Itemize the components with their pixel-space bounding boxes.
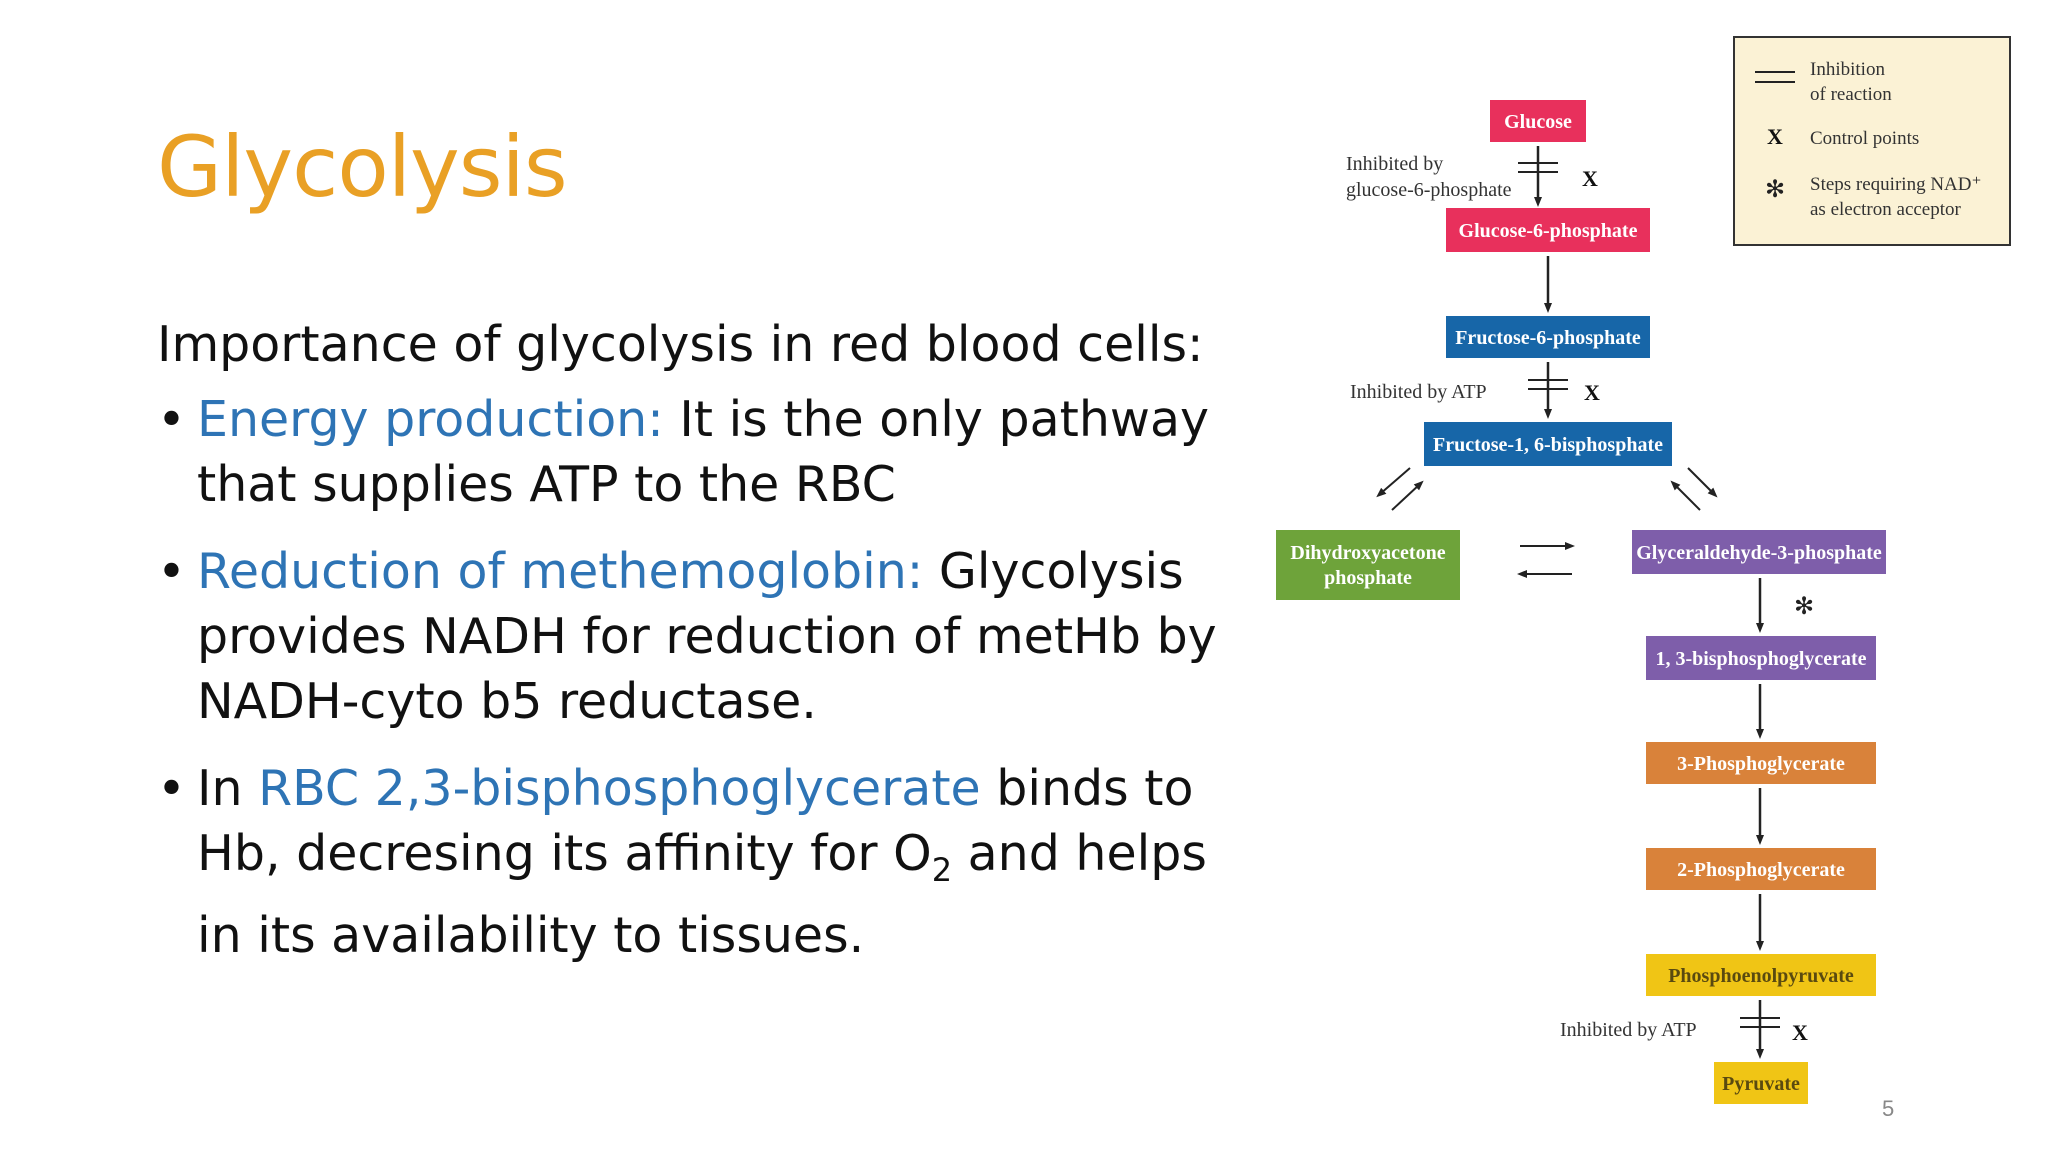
bullet-dot: • (157, 391, 186, 448)
node-dhap-label-2: phosphate (1324, 567, 1412, 589)
node-glucose-6-phosphate (1446, 208, 1650, 252)
bullet-bpg-text: binds to Hb, decresing its affinity for … (197, 760, 1194, 882)
node-2-phosphoglycerate (1646, 848, 1876, 890)
bullet-bpg-accent: RBC 2,3-bisphosphoglycerate (258, 760, 981, 817)
legend-nad-symbol: ✻ (1765, 177, 1785, 203)
node-fructose-6-phosphate (1446, 316, 1650, 358)
bullet-energy-text: It is the only pathway that supplies ATP… (197, 391, 1209, 513)
control-mark-hexokinase: X (1582, 166, 1598, 191)
node-phosphoenolpyruvate-label: Phosphoenolpyruvate (1668, 965, 1854, 987)
legend-inhibition-1: Inhibition (1810, 59, 1885, 80)
legend-control-label: Control points (1810, 128, 1919, 149)
node-dhap (1276, 530, 1460, 600)
arrow-f16bp-g3p (1687, 467, 1718, 498)
page-number: 5 (1882, 1096, 1895, 1121)
bullet-bpg-text-end: and helps in its availability to tissues… (197, 825, 1207, 964)
arrow-f16bp-dhap (1376, 467, 1411, 498)
bullet-energy: • Energy production: It is the only path… (157, 387, 1217, 517)
node-pyruvate (1714, 1062, 1808, 1104)
legend: Inhibition of reaction X Control points … (1733, 36, 2011, 246)
legend-inhibition-2: of reaction (1810, 84, 1892, 105)
legend-control-symbol: X (1767, 124, 1783, 149)
node-glucose (1490, 100, 1586, 142)
annotation-inhibited-g6p-1: Inhibited by (1346, 153, 1443, 175)
node-fructose-6-phosphate-label: Fructose-6-phosphate (1455, 327, 1641, 349)
slide-title: Glycolysis (157, 118, 568, 216)
node-3-phosphoglycerate (1646, 742, 1876, 784)
node-pyruvate-label: Pyruvate (1722, 1073, 1800, 1095)
node-glucose-6-phosphate-label: Glucose-6-phosphate (1459, 220, 1638, 242)
bullet-methemoglobin-accent: Reduction of methemoglobin: (197, 543, 924, 600)
slide-body: Importance of glycolysis in red blood ce… (157, 312, 1217, 990)
bullet-dot: • (157, 543, 186, 600)
bullet-methemoglobin: • Reduction of methemoglobin: Glycolysis… (157, 539, 1217, 734)
node-1-3-bisphosphoglycerate-label: 1, 3-bisphosphoglycerate (1655, 648, 1866, 670)
control-mark-pk: X (1792, 1020, 1808, 1045)
node-glyceraldehyde-3-phosphate-label: Glyceraldehyde-3-phosphate (1636, 542, 1882, 564)
bullet-energy-accent: Energy production: (197, 391, 664, 448)
intro-text: Importance of glycolysis in red blood ce… (157, 316, 1204, 373)
annotation-inhibited-atp-pfk: Inhibited by ATP (1350, 381, 1487, 403)
annotation-inhibited-g6p-2: glucose-6-phosphate (1346, 179, 1512, 201)
bullet-dot: • (157, 760, 186, 817)
node-2-phosphoglycerate-label: 2-Phosphoglycerate (1677, 859, 1845, 881)
node-dhap-label-1: Dihydroxyacetone (1290, 542, 1445, 564)
legend-nad-1: Steps requiring NAD⁺ (1810, 174, 1982, 195)
bullet-methemoglobin-text: Glycolysis provides NADH for reduction o… (197, 543, 1217, 730)
legend-nad-2: as electron acceptor (1810, 199, 1962, 220)
node-fructose-1-6-bisphosphate (1424, 422, 1672, 466)
node-3-phosphoglycerate-label: 3-Phosphoglycerate (1677, 753, 1845, 775)
node-1-3-bisphosphoglycerate (1646, 636, 1876, 680)
control-mark-pfk: X (1584, 380, 1600, 405)
node-fructose-1-6-bisphosphate-label: Fructose-1, 6-bisphosphate (1433, 434, 1663, 456)
oxygen-subscript: 2 (931, 850, 953, 889)
bullet-bpg: • In RBC 2,3-bisphosphoglycerate binds t… (157, 756, 1217, 968)
node-glyceraldehyde-3-phosphate (1632, 530, 1886, 574)
node-phosphoenolpyruvate (1646, 954, 1876, 996)
nad-mark: ✻ (1794, 594, 1814, 620)
bullet-bpg-prefix: In (197, 760, 259, 817)
node-glucose-label: Glucose (1504, 111, 1572, 133)
annotation-inhibited-atp-pk: Inhibited by ATP (1560, 1019, 1697, 1041)
